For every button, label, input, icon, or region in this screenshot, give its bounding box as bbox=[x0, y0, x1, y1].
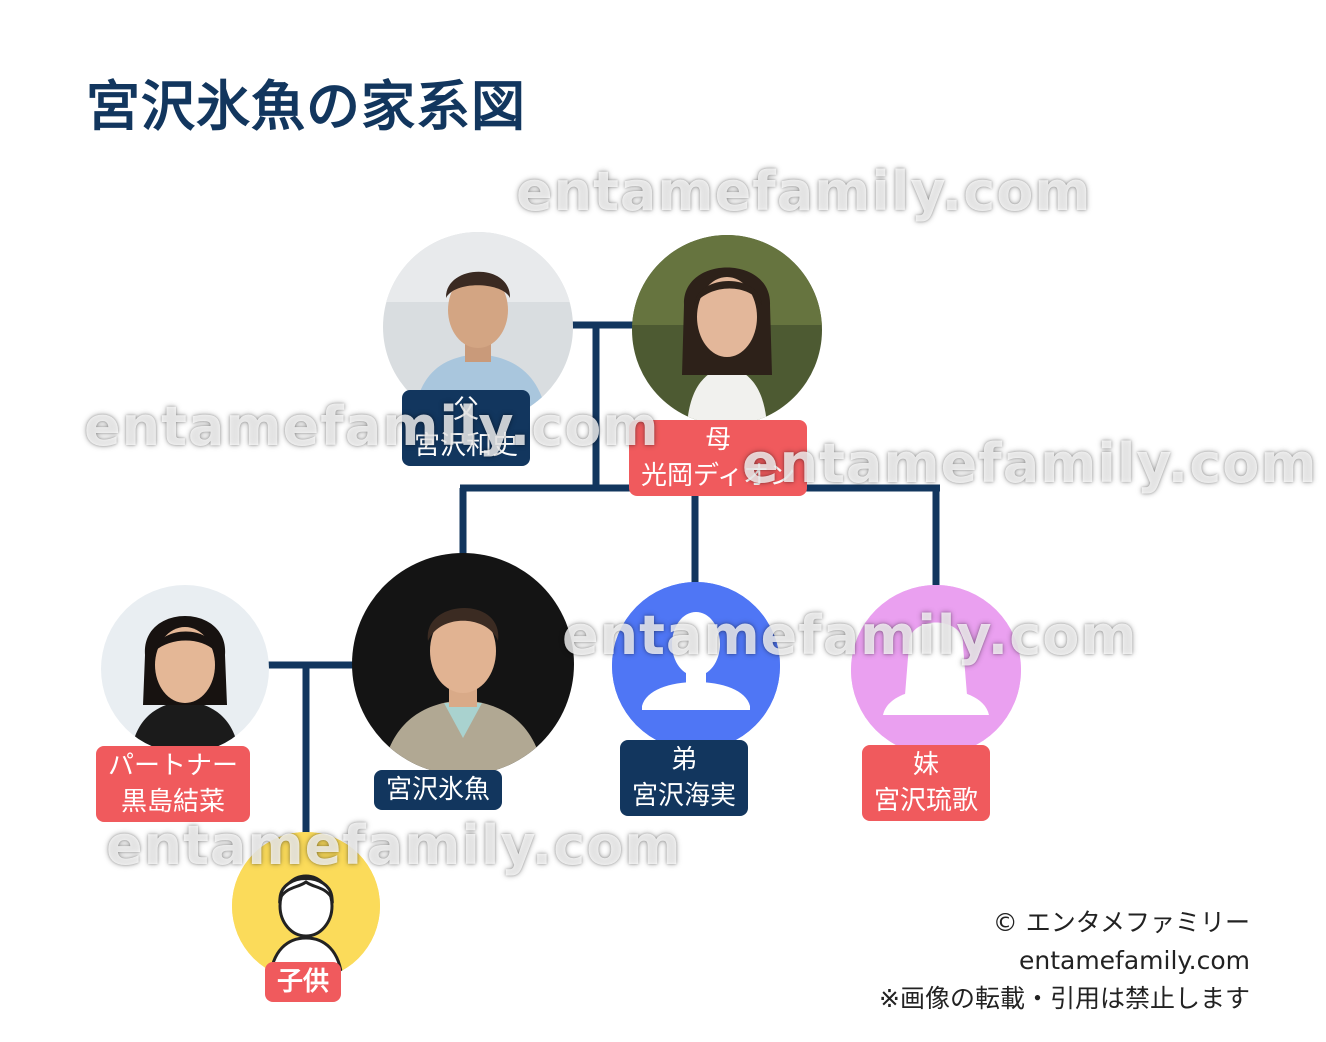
mother-photo bbox=[632, 235, 822, 425]
child-label: 子供 bbox=[265, 962, 342, 1002]
male-silhouette-icon bbox=[612, 582, 780, 750]
partner-photo bbox=[101, 585, 269, 753]
sister-name: 宮沢琉歌 bbox=[874, 786, 979, 816]
watermark: entamefamily.com bbox=[516, 160, 1092, 223]
credit-block: © エンタメファミリー entamefamily.com ※画像の転載・引用は禁… bbox=[879, 904, 1250, 1018]
child-avatar bbox=[232, 832, 380, 980]
father-role: 父 bbox=[453, 395, 480, 425]
partner-role: パートナー bbox=[108, 751, 239, 781]
self-name: 宮沢氷魚 bbox=[386, 775, 491, 805]
watermark: entamefamily.com bbox=[84, 395, 660, 458]
site-url: entamefamily.com bbox=[1018, 946, 1250, 975]
usage-notice: ※画像の転載・引用は禁止します bbox=[879, 984, 1250, 1013]
partner-name: 黒島結菜 bbox=[121, 787, 226, 817]
brother-role: 弟 bbox=[671, 745, 698, 775]
mother-role: 母 bbox=[705, 425, 732, 455]
partner-label: パートナー 黒島結菜 bbox=[96, 746, 251, 822]
watermark: entamefamily.com bbox=[742, 432, 1318, 495]
watermark: entamefamily.com bbox=[562, 604, 1138, 667]
brother-avatar bbox=[612, 582, 780, 750]
mother-label: 母 光岡ディオン bbox=[629, 420, 808, 496]
sister-avatar bbox=[851, 585, 1021, 755]
sister-role: 妹 bbox=[913, 750, 940, 780]
sister-label: 妹 宮沢琉歌 bbox=[862, 745, 991, 821]
watermark: entamefamily.com bbox=[106, 814, 682, 877]
father-label: 父 宮沢和史 bbox=[402, 390, 531, 466]
child-name: 子供 bbox=[277, 967, 330, 997]
female-silhouette-icon bbox=[851, 585, 1021, 755]
mother-name: 光岡ディオン bbox=[641, 461, 796, 491]
brother-name: 宮沢海実 bbox=[632, 781, 737, 811]
brother-label: 弟 宮沢海実 bbox=[620, 740, 749, 816]
copyright-text: © エンタメファミリー bbox=[992, 908, 1250, 937]
self-photo bbox=[352, 553, 574, 775]
child-avatar-icon bbox=[232, 832, 380, 980]
self-label: 宮沢氷魚 bbox=[374, 770, 503, 810]
page-title: 宮沢氷魚の家系図 bbox=[86, 75, 526, 138]
father-name: 宮沢和史 bbox=[414, 431, 519, 461]
